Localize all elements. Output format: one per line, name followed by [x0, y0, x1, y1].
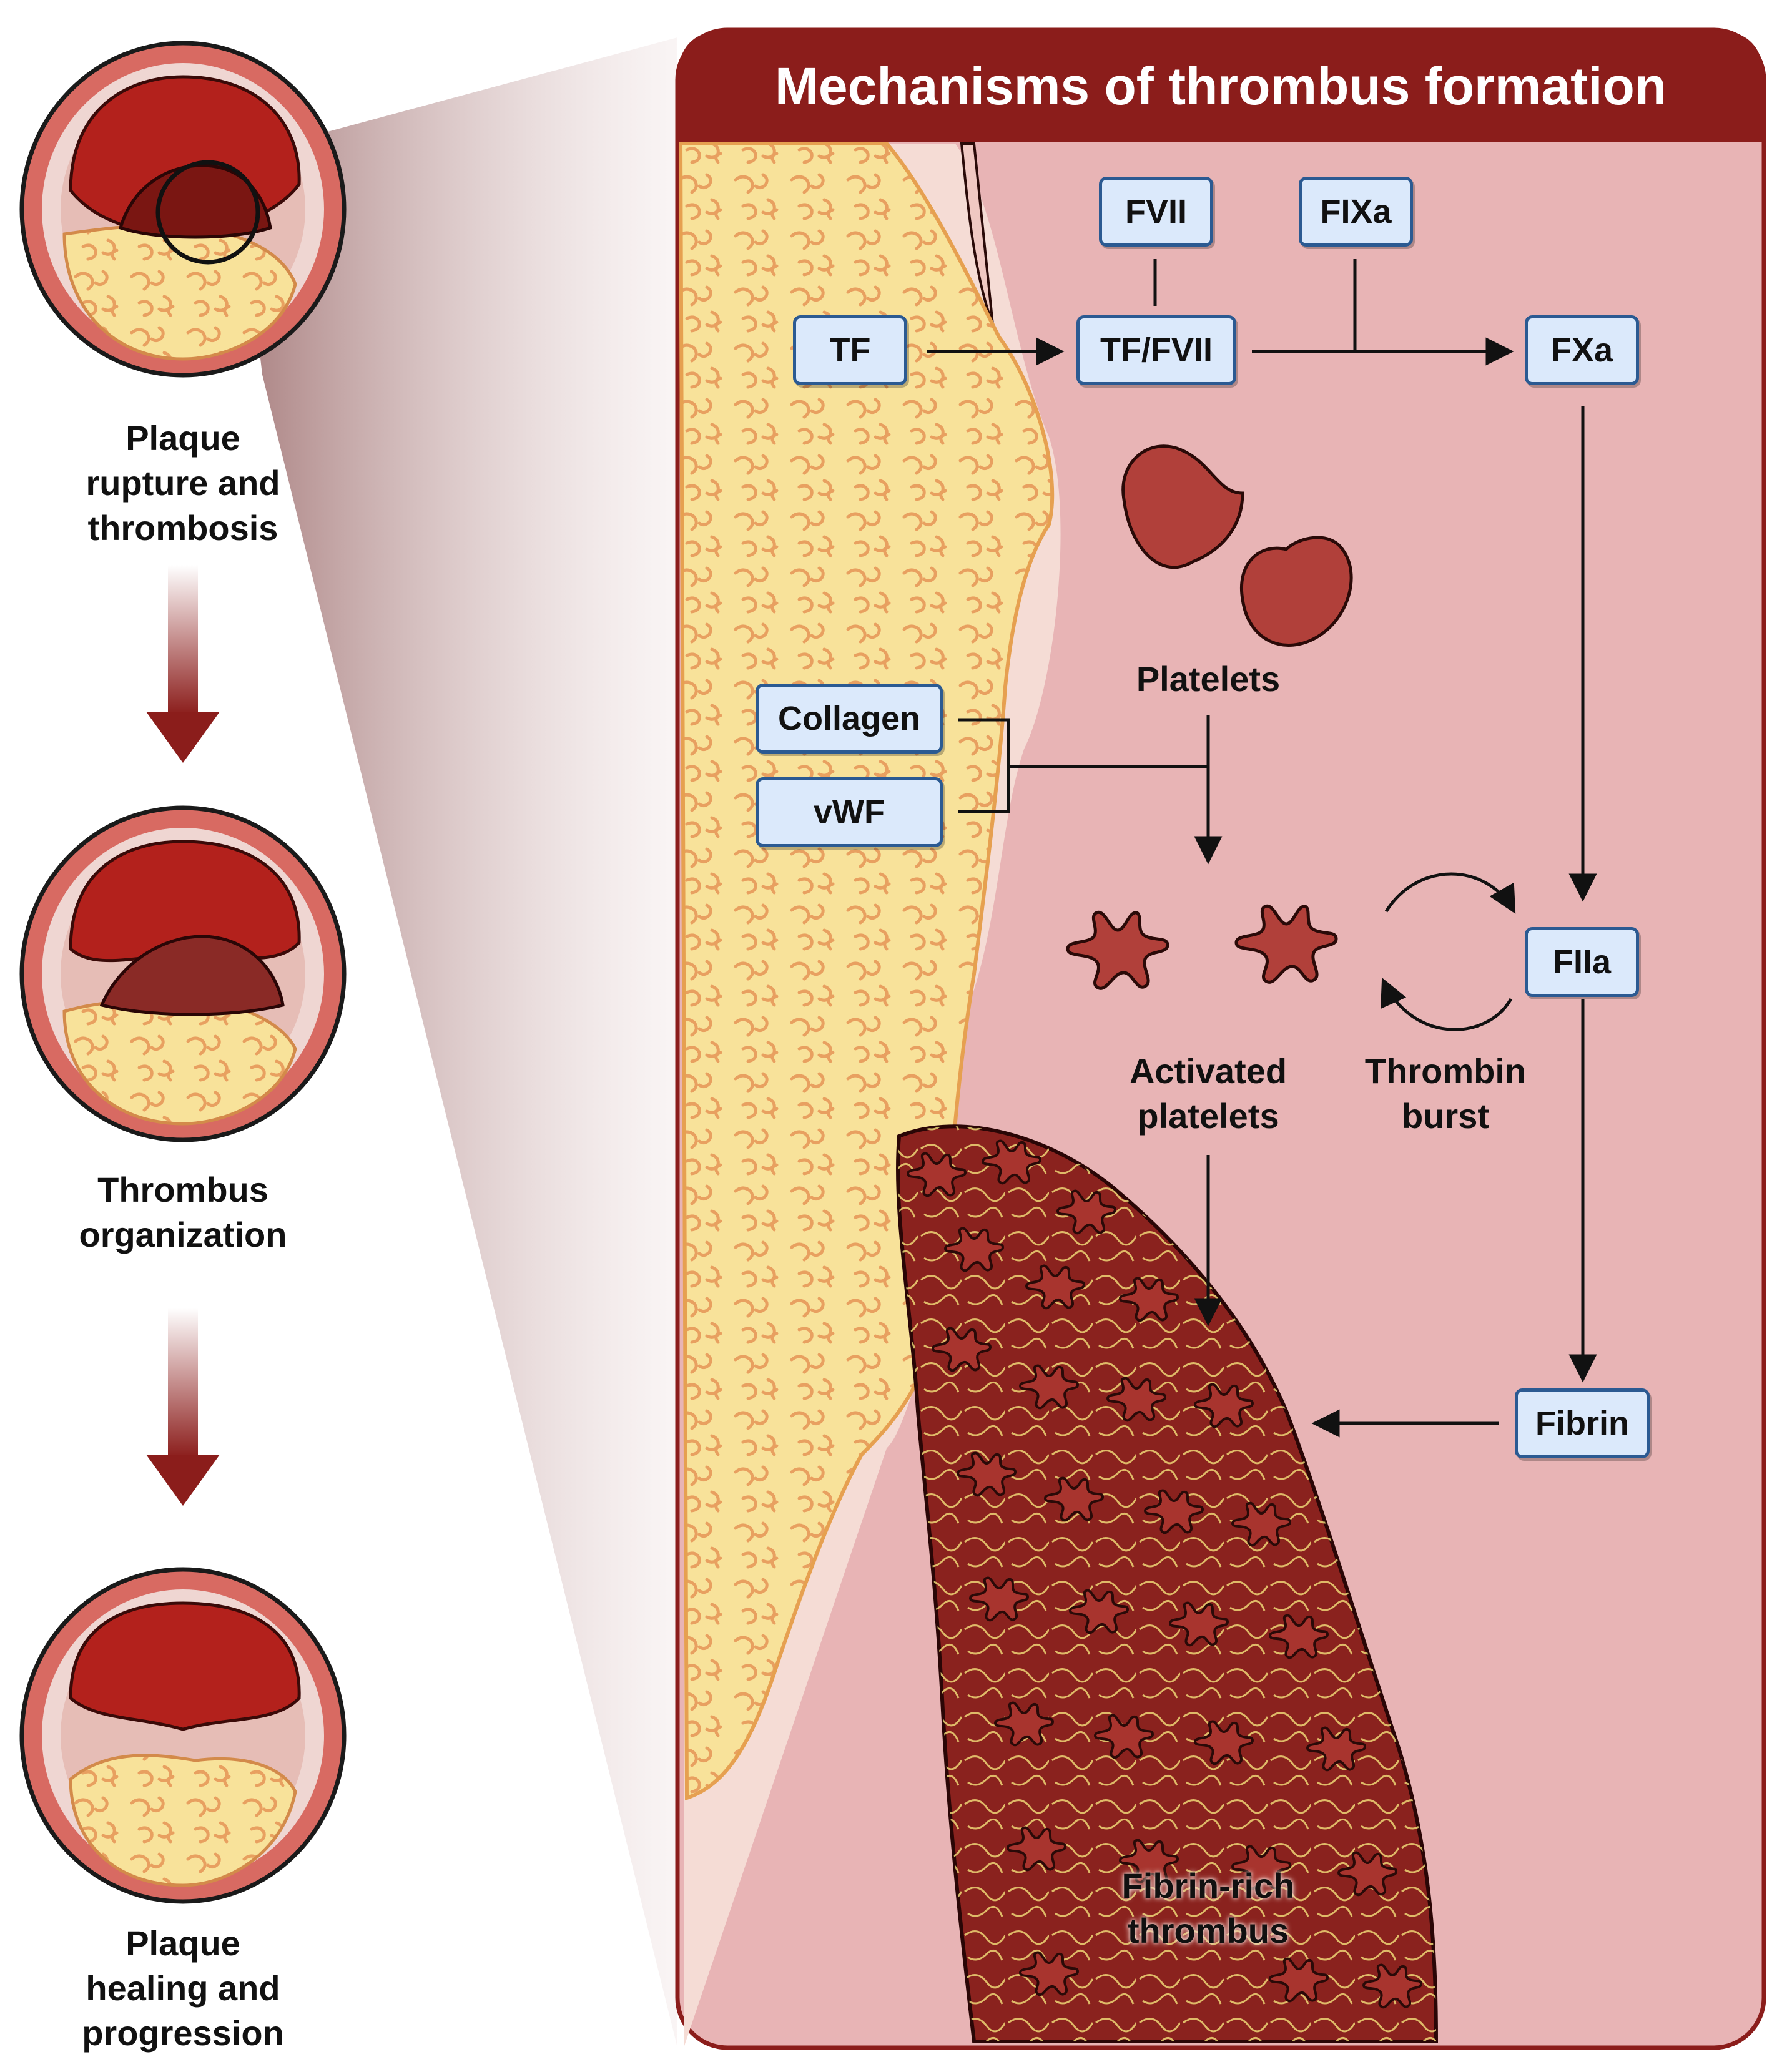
- factor-fxa-box: FXa: [1525, 315, 1639, 385]
- factor-tf-box: TF: [793, 315, 907, 385]
- factor-fiia-box: FIIa: [1525, 927, 1639, 997]
- factor-fvii-box: FVII: [1099, 177, 1213, 247]
- factor-tf-fvii-box: TF/FVII: [1076, 315, 1236, 385]
- activated-platelets-label: Activated platelets: [1129, 1051, 1287, 1136]
- pathway-connectors: [927, 259, 1597, 1438]
- platelets-label: Platelets: [1136, 659, 1281, 699]
- down-arrow-icon: [146, 1308, 220, 1506]
- magnification-funnel: [237, 37, 677, 2048]
- platelet-icon: [1121, 444, 1244, 569]
- factor-fibrin-box: Fibrin: [1515, 1388, 1650, 1458]
- artery-cross-section-icon: [19, 1567, 347, 1904]
- cycle-arrow-icon: [1384, 872, 1516, 914]
- fibrin-strands: [897, 1126, 1436, 2041]
- stage-label-rupture: Plaque rupture and thrombosis: [86, 418, 280, 547]
- thrombin-burst-label: Thrombin burst: [1364, 1051, 1527, 1136]
- stage-label-healing: Plaque healing and progression: [82, 1923, 284, 2053]
- down-arrow-icon: [146, 565, 220, 763]
- factor-vwf-box: vWF: [756, 777, 943, 847]
- platelet-icon: [1240, 536, 1353, 647]
- fibrin-rich-thrombus-label: Fibrin-rich thrombus: [1121, 1866, 1295, 1950]
- factor-collagen-box: Collagen: [756, 684, 943, 754]
- panel-header: [677, 30, 1764, 142]
- stage-label-organization: Thrombus organization: [79, 1170, 287, 1254]
- factor-fixa-box: FIXa: [1299, 177, 1413, 247]
- cycle-arrow-icon: [1381, 977, 1513, 1031]
- lipid-core-plaque: [678, 142, 1055, 1801]
- artery-cross-section-icon: [19, 41, 347, 378]
- artery-cross-section-icon: [19, 805, 347, 1142]
- panel-title: Mechanisms of thrombus formation: [774, 56, 1667, 115]
